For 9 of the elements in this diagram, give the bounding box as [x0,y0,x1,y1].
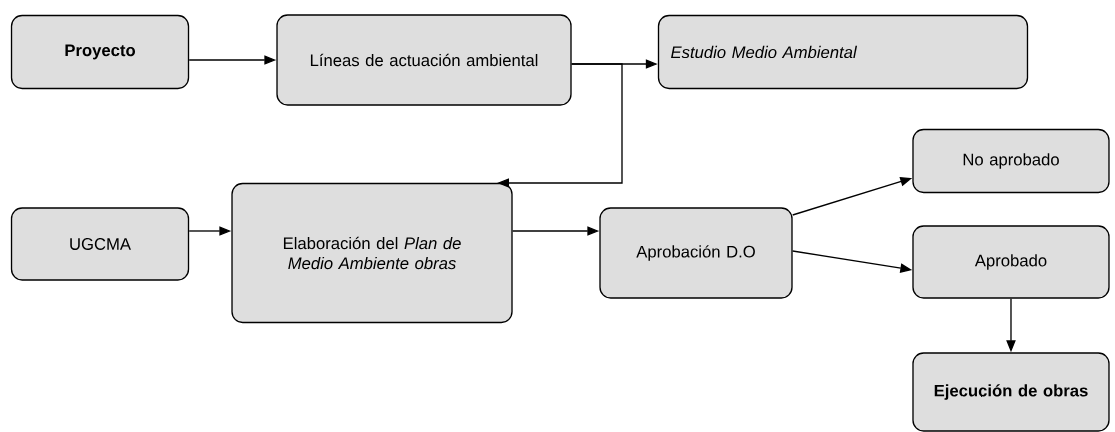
process-box: No aprobado [912,128,1110,194]
process-box: Elaboración del Plan de Medio Ambiente obras [231,182,513,324]
process-box: Ejecución de obras [912,352,1110,432]
process-box: Proyecto [10,14,190,90]
process-box: Líneas de actuación ambiental [276,14,572,106]
process-box: Aprobado [912,225,1110,299]
process-box: Estudio Medio Ambiental [657,14,1029,90]
process-box: Aprobación D.O [599,207,793,299]
process-box: UGCMA [10,207,190,281]
